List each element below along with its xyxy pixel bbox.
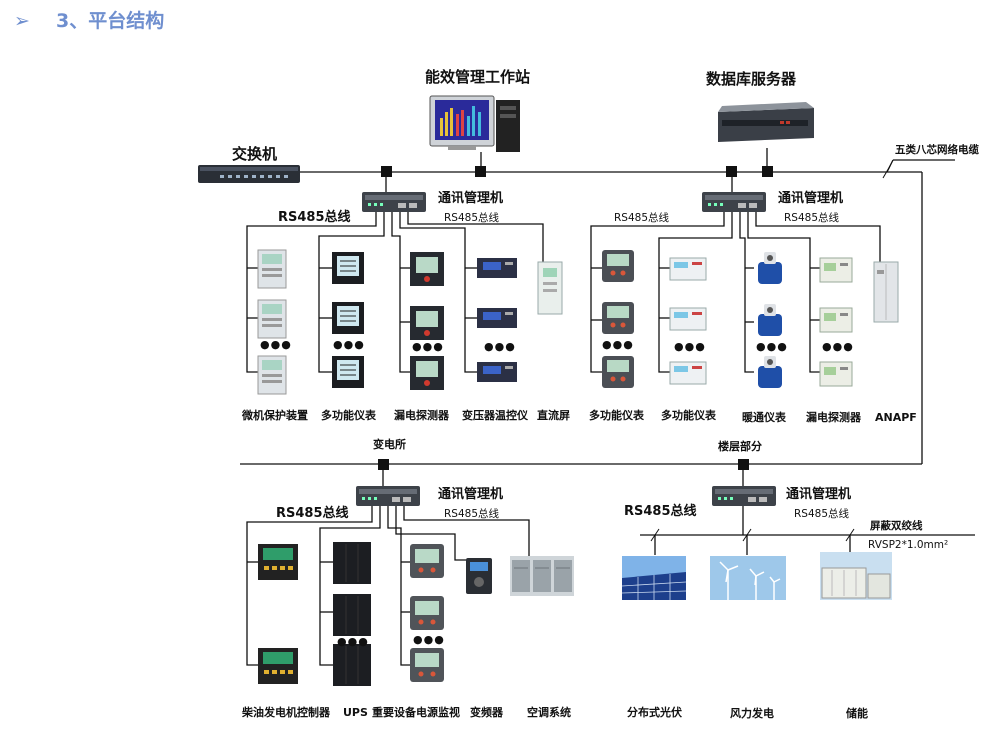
ac-system-icon (510, 556, 574, 596)
energy-storage-icon (820, 552, 892, 600)
leakage-detector-icons (410, 252, 444, 390)
din-meter-icons (669, 257, 707, 385)
more-indicator: ●●● (484, 340, 516, 353)
device-label: ANAPF (875, 411, 917, 424)
bus-label: RS485总线 (614, 212, 670, 224)
device-label: 风力发电 (730, 707, 774, 720)
device-label: 暖通仪表 (742, 411, 786, 424)
gateway-label: 通讯管理机 (786, 487, 852, 502)
device-label: 漏电探测器 (806, 411, 861, 424)
device-label: 储能 (846, 707, 868, 720)
shielded-cable-spec: RVSP2*1.0mm² (868, 539, 949, 551)
bus-label: RS485总线 (784, 212, 840, 224)
device-label: 分布式光伏 (627, 706, 682, 719)
bus-label: RS485总线 (276, 506, 349, 521)
switch-icon (198, 165, 300, 183)
section-label: 变电所 (373, 438, 406, 451)
gateway-label: 通讯管理机 (778, 191, 844, 206)
protection-relay-icons (257, 249, 287, 395)
more-indicator: ●●● (337, 635, 369, 648)
device-label: 微机保护装置 (242, 409, 308, 422)
device-label: 重要设备电源监视 (372, 706, 460, 719)
shielded-cable-label: 屏蔽双绞线 (870, 520, 923, 532)
device-label: 直流屏 (537, 409, 570, 422)
more-indicator: ●●● (756, 340, 788, 353)
workstation-label: 能效管理工作站 (425, 68, 531, 86)
device-label: UPS (343, 706, 368, 719)
temperature-controller-icons (477, 258, 517, 382)
bus-label: RS485总线 (278, 210, 351, 225)
gateway-label: 通讯管理机 (438, 487, 504, 502)
floor-leakage-icons (819, 257, 853, 387)
device-label: 多功能仪表 (589, 409, 644, 422)
device-label: 多功能仪表 (661, 409, 716, 422)
ups-icons (333, 542, 371, 686)
workstation-icon (429, 95, 520, 152)
device-label: 柴油发电机控制器 (242, 706, 330, 719)
more-indicator: ●●● (602, 338, 634, 351)
device-label: 空调系统 (527, 706, 571, 719)
device-label: 漏电探测器 (394, 409, 449, 422)
switch-label: 交换机 (232, 145, 278, 163)
more-indicator: ●●● (413, 633, 445, 646)
section-label: 楼层部分 (718, 440, 762, 453)
bus-label: RS485总线 (794, 508, 850, 520)
more-indicator: ●●● (333, 338, 365, 351)
gateway-label: 通讯管理机 (438, 191, 504, 206)
device-label: 变频器 (470, 706, 503, 719)
flow-meter-icons (758, 252, 782, 388)
dc-panel-icon (537, 261, 563, 315)
diesel-controller-icons (258, 544, 298, 684)
more-indicator: ●●● (674, 340, 706, 353)
gateway-icons (356, 192, 776, 506)
multifunction-meter-icons (332, 252, 364, 388)
inverter-icon (466, 558, 492, 594)
bus-label: RS485总线 (444, 508, 500, 520)
device-label: 变压器温控仪 (462, 409, 528, 422)
device-label: 多功能仪表 (321, 409, 376, 422)
db-server-label: 数据库服务器 (706, 70, 797, 88)
heading-arrow-icon: ➢ (14, 10, 30, 32)
bus-label: RS485总线 (444, 212, 500, 224)
db-server-icon (718, 102, 814, 142)
bus-label: RS485总线 (624, 504, 697, 519)
anapf-cabinet-icon (873, 261, 899, 323)
page-title: 3、平台结构 (56, 10, 165, 32)
more-indicator: ●●● (822, 340, 854, 353)
cable-label: 五类八芯网络电缆 (895, 144, 979, 156)
floor-meter-icons (602, 250, 634, 388)
power-monitor-icons (410, 544, 444, 682)
wind-turbine-icon (710, 556, 786, 600)
solar-icon (621, 556, 687, 600)
more-indicator: ●●● (412, 340, 444, 353)
more-indicator: ●●● (260, 338, 292, 351)
